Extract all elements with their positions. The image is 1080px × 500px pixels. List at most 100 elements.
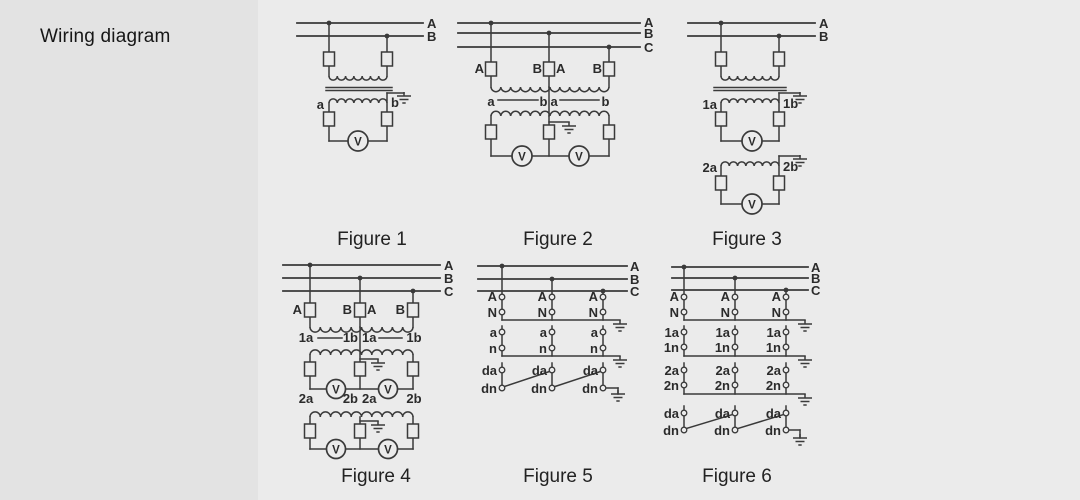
fig4-row1-t2-left-label: 1b: [343, 330, 358, 345]
fig4-row1-t3-label: 1b: [406, 330, 421, 345]
fig4-secondary1-wires: [309, 354, 414, 390]
fuse: [406, 423, 420, 439]
fig1-bus-lines: [296, 22, 424, 37]
figure-5-caption: Figure 5: [523, 466, 593, 487]
ground-icon: [797, 355, 813, 368]
fig1-terminal-a-label: a: [317, 97, 325, 112]
figure-3-diagram: A B 1a 1b V: [687, 16, 829, 215]
fuse: [772, 111, 786, 127]
fuse: [353, 423, 367, 439]
fig5-phase-c-label: C: [630, 284, 640, 299]
fig2-terminal2-right-label: a: [551, 94, 559, 109]
fig2-phase-b-label: B: [644, 26, 653, 41]
svg-text:a: a: [540, 325, 548, 340]
fuse: [322, 111, 336, 127]
fig3-bus-lines: [687, 22, 816, 37]
voltmeter-label: V: [384, 385, 392, 397]
voltmeter-label: V: [384, 445, 392, 457]
primary-winding: [490, 86, 610, 93]
svg-text:1n: 1n: [664, 340, 679, 355]
figure-6-diagram: A B C: [663, 260, 821, 446]
core-lines: [325, 86, 393, 92]
svg-text:1a: 1a: [767, 325, 782, 340]
svg-text:da: da: [664, 406, 680, 421]
fuse: [602, 61, 616, 77]
svg-text:A: A: [721, 289, 731, 304]
primary-winding: [309, 326, 414, 333]
fig1-secondary-wires: [328, 92, 405, 142]
fig2-fuse1-label: A: [475, 61, 485, 76]
diagram-panel: [258, 0, 1080, 500]
figure-4-caption: Figure 4: [341, 466, 411, 487]
fuse: [714, 51, 728, 67]
svg-text:2a: 2a: [665, 363, 680, 378]
figure-2-diagram: A B C A B A B a b a b: [457, 15, 654, 167]
ground-icon: [797, 319, 813, 332]
fig6-terminal-circles: [680, 293, 790, 434]
voltmeter: [347, 130, 369, 152]
fig3-primary-wires: [720, 22, 780, 77]
svg-text:A: A: [488, 289, 498, 304]
fuse: [714, 111, 728, 127]
fig6-bus-lines: [671, 266, 809, 291]
fig4-row2-t2-left-label: 2b: [343, 391, 358, 406]
secondary-winding-2: [720, 161, 780, 167]
voltmeter: [511, 145, 533, 167]
fig2-terminal2-left-label: b: [540, 94, 548, 109]
ground-icon: [797, 393, 813, 406]
ground-icon: [370, 358, 386, 371]
figure-3-caption: Figure 3: [712, 229, 782, 250]
svg-text:da: da: [482, 363, 498, 378]
svg-text:n: n: [489, 341, 497, 356]
secondary-winding: [328, 98, 388, 104]
fig1-primary-wires: [328, 22, 388, 77]
svg-text:n: n: [539, 341, 547, 356]
fuse: [772, 51, 786, 67]
fig4-primary-wires: [309, 264, 414, 328]
fig4-row2-t3-label: 2b: [406, 391, 421, 406]
svg-text:N: N: [589, 305, 598, 320]
fuse: [542, 61, 556, 77]
fig6-phase-a-label: A: [811, 260, 821, 275]
fig4-row1-t2-right-label: 1a: [362, 330, 377, 345]
svg-text:da: da: [583, 363, 599, 378]
fig4-fuse3-label: B: [396, 302, 405, 317]
secondary-winding-2: [309, 411, 414, 418]
ground-icon: [612, 319, 628, 332]
ground-icon: [792, 433, 808, 446]
fuse: [406, 302, 420, 318]
svg-text:1n: 1n: [715, 340, 730, 355]
fig1-phase-a-label: A: [427, 16, 437, 31]
voltmeter: [741, 193, 763, 215]
voltmeter-label: V: [748, 200, 756, 212]
voltmeter-label: V: [332, 445, 340, 457]
fig4-row2-t1-label: 2a: [299, 391, 314, 406]
core-lines: [713, 86, 787, 92]
secondary-winding: [490, 110, 610, 117]
fig2-fuse2-right-label: A: [556, 61, 566, 76]
svg-text:dn: dn: [481, 381, 497, 396]
fig2-fuse3-label: B: [593, 61, 602, 76]
svg-text:A: A: [589, 289, 599, 304]
voltmeter-label: V: [332, 385, 340, 397]
fig3-sec1-b-label: 1b: [783, 96, 798, 111]
svg-text:N: N: [488, 305, 497, 320]
svg-text:2a: 2a: [767, 363, 782, 378]
svg-text:da: da: [766, 406, 782, 421]
figure-2-caption: Figure 2: [523, 229, 593, 250]
fig5-phase-a-label: A: [630, 259, 640, 274]
fig6-phase-b-label: B: [811, 271, 820, 286]
fuse: [353, 361, 367, 377]
fuse: [303, 361, 317, 377]
primary-winding: [720, 75, 780, 81]
fig6-column-wires: [683, 266, 806, 439]
svg-text:da: da: [532, 363, 548, 378]
ground-icon: [612, 355, 628, 368]
svg-text:2n: 2n: [766, 378, 781, 393]
svg-text:N: N: [538, 305, 547, 320]
ground-icon: [561, 121, 577, 134]
primary-winding: [328, 75, 388, 81]
fuse: [542, 124, 556, 140]
